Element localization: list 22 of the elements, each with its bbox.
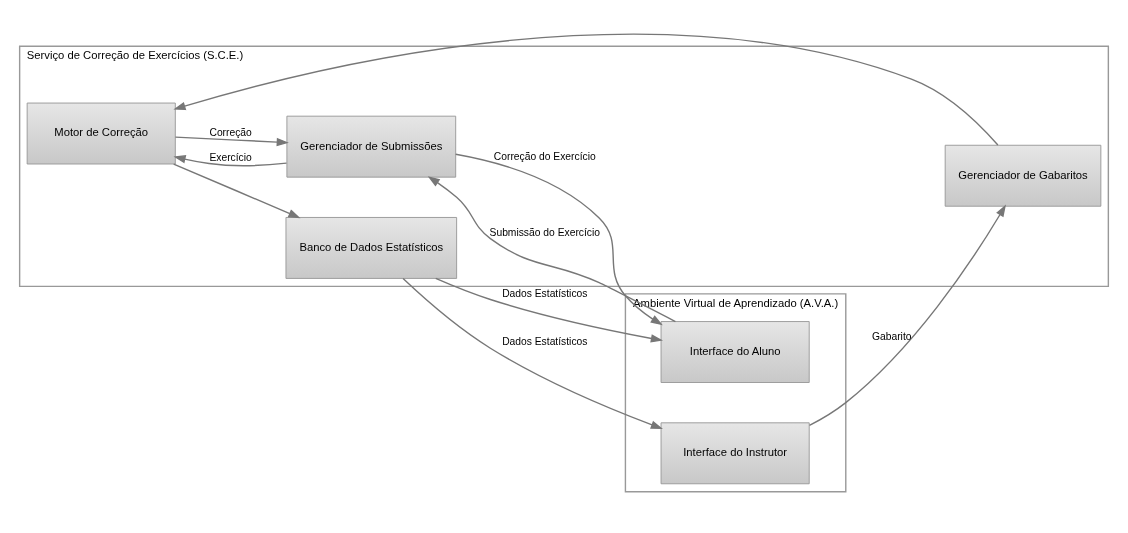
node-box: Gerenciador de Gabaritos — [944, 144, 1102, 207]
node-box: Interface do Instrutor — [660, 422, 810, 485]
arrow — [435, 277, 664, 343]
node-box: Banco de Dados Estatísticos — [285, 217, 458, 279]
arrow — [427, 176, 677, 323]
node-box: Motor de Correção — [26, 102, 176, 165]
edge-label: Correção — [209, 127, 252, 139]
edge-label: Dados Estatísticos — [502, 287, 588, 299]
edge-label: Gabarito — [871, 330, 912, 342]
arrow — [173, 163, 301, 219]
arrow — [808, 204, 1006, 427]
arrow — [174, 136, 289, 147]
node-box: Gerenciador de Submissões — [286, 115, 457, 178]
node-box: Interface do Aluno — [660, 321, 810, 383]
edge-label: Submissão do Exercício — [489, 226, 601, 238]
edge-label: Dados Estatísticos — [502, 336, 588, 348]
edge-label: Exercício — [209, 151, 252, 163]
arrow — [455, 153, 663, 326]
arrow — [173, 33, 999, 146]
arrow — [173, 155, 288, 167]
edge-label: Correção do Exercício — [493, 150, 596, 162]
arrow — [402, 277, 663, 430]
